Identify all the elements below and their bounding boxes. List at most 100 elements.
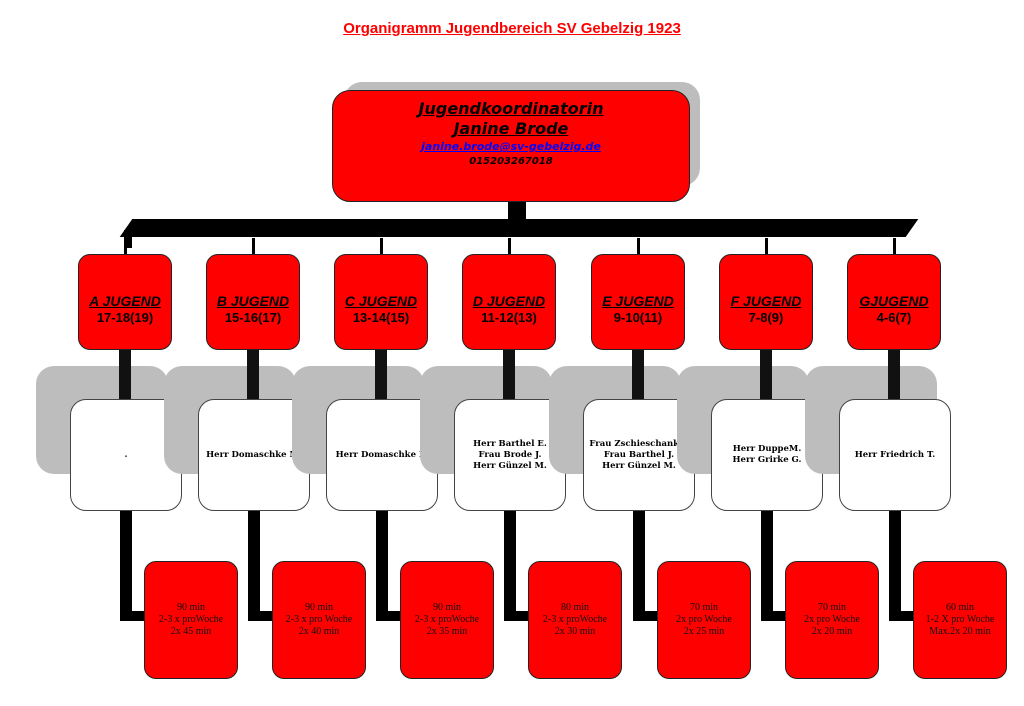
coach-name: Herr DuppeM.: [732, 444, 802, 454]
age-group-name: B JUGEND: [216, 293, 290, 309]
age-group-name: F JUGEND: [730, 293, 802, 309]
coach-to-training-connector: [761, 511, 773, 621]
page-title: Organigramm Jugendbereich SV Gebelzig 19…: [343, 20, 681, 37]
coach-name: Herr Domaschke M.: [206, 449, 302, 460]
training-detail: 2-3 x proWoche: [542, 614, 608, 625]
coach-box: Herr Friedrich T.: [839, 399, 951, 511]
coach-to-training-elbow: [889, 611, 915, 621]
coach-box: Herr DuppeM.Herr Grirke G.: [711, 399, 823, 511]
age-to-coach-connector: [375, 350, 387, 400]
coach-box: Herr Domaschke M.: [198, 399, 310, 511]
coach-name: Herr Günzel M.: [602, 460, 676, 471]
trunk-connector: [508, 202, 526, 222]
age-to-coach-connector: [760, 350, 772, 400]
age-range: 7-8(9): [748, 310, 784, 325]
coach-to-training-connector: [504, 511, 516, 621]
coordinator-email-link[interactable]: janine.brode@sv-gebelzig.de: [421, 140, 601, 153]
age-to-coach-connector: [503, 350, 515, 400]
training-detail: 80 min: [560, 602, 590, 613]
coach-box: Frau ZschieschankA.Frau Barthel J.Herr G…: [583, 399, 695, 511]
coach-to-training-elbow: [761, 611, 787, 621]
age-group-name: GJUGEND: [859, 293, 929, 309]
coach-to-training-connector: [376, 511, 388, 621]
training-detail: 2-3 x proWoche: [414, 614, 480, 625]
coach-name: Herr Grirke G.: [732, 455, 802, 465]
coordinator-role: Jugendkoordinatorin: [418, 99, 604, 118]
age-range: 9-10(11): [613, 310, 663, 325]
training-detail: 70 min: [817, 602, 847, 613]
coach-name: Herr Friedrich T.: [854, 449, 936, 460]
coach-box: Herr Domaschke M: [326, 399, 438, 511]
training-detail: 70 min: [689, 602, 719, 613]
coach-to-training-elbow: [376, 611, 402, 621]
coordinator-name: Janine Brode: [453, 119, 569, 138]
coach-name: Frau ZschieschankA.: [589, 438, 689, 449]
training-detail: 2x 45 min: [170, 626, 212, 637]
coach-to-training-connector: [120, 511, 132, 621]
age-range: 11-12(13): [481, 310, 537, 325]
coordinator-box: Jugendkoordinatorin Janine Brode janine.…: [332, 90, 690, 202]
training-detail: 90 min: [432, 602, 462, 613]
training-detail: 90 min: [304, 602, 334, 613]
tick-connector: [124, 238, 127, 256]
age-to-coach-connector: [247, 350, 259, 400]
coach-to-training-elbow: [504, 611, 530, 621]
coordinator-phone: 015203267018: [469, 156, 553, 167]
coach-to-training-elbow: [120, 611, 146, 621]
coach-name: Herr Barthel E.: [473, 438, 547, 449]
tick-connector: [508, 238, 511, 256]
coach-to-training-connector: [889, 511, 901, 621]
coach-to-training-elbow: [248, 611, 274, 621]
training-detail: 2x 40 min: [298, 626, 340, 637]
coach-name: Frau Barthel J.: [603, 449, 675, 460]
coach-to-training-connector: [633, 511, 645, 621]
age-to-coach-connector: [888, 350, 900, 400]
distribution-bar-left-end: [124, 230, 132, 248]
age-group-name: C JUGEND: [344, 293, 418, 309]
coach-name: Frau Brode J.: [478, 449, 542, 460]
coach-to-training-connector: [248, 511, 260, 621]
age-range: 13-14(15): [352, 310, 410, 325]
training-detail: 2x 20 min: [811, 626, 853, 637]
coach-name: Herr Günzel M.: [473, 460, 547, 471]
coach-name: Herr Domaschke M: [335, 449, 429, 460]
age-range: 15-16(17): [224, 310, 282, 325]
age-group-name: E JUGEND: [602, 293, 674, 309]
distribution-bar: [119, 219, 919, 237]
training-detail: Max.2x 20 min: [929, 626, 991, 637]
age-to-coach-connector: [119, 350, 131, 400]
training-detail: 2-3 x pro Woche: [285, 614, 353, 625]
training-detail: 2x 35 min: [426, 626, 468, 637]
training-detail: 90 min: [176, 602, 206, 613]
age-group-name: D JUGEND: [472, 293, 546, 309]
coach-box: Herr Barthel E.Frau Brode J.Herr Günzel …: [454, 399, 566, 511]
age-group-name: A JUGEND: [89, 293, 161, 309]
training-detail: 1-2 X pro Woche: [925, 614, 995, 625]
training-detail: 2x 30 min: [554, 626, 596, 637]
training-detail: 2x pro Woche: [804, 614, 860, 625]
age-to-coach-connector: [632, 350, 644, 400]
coach-name: .: [124, 449, 128, 460]
tick-connector: [893, 238, 896, 256]
tick-connector: [637, 238, 640, 256]
coach-to-training-elbow: [633, 611, 659, 621]
tick-connector: [380, 238, 383, 256]
training-detail: 2-3 x proWoche: [158, 614, 224, 625]
training-detail: 2x 25 min: [683, 626, 725, 637]
tick-connector: [252, 238, 255, 256]
age-range: 4-6(7): [876, 310, 912, 325]
